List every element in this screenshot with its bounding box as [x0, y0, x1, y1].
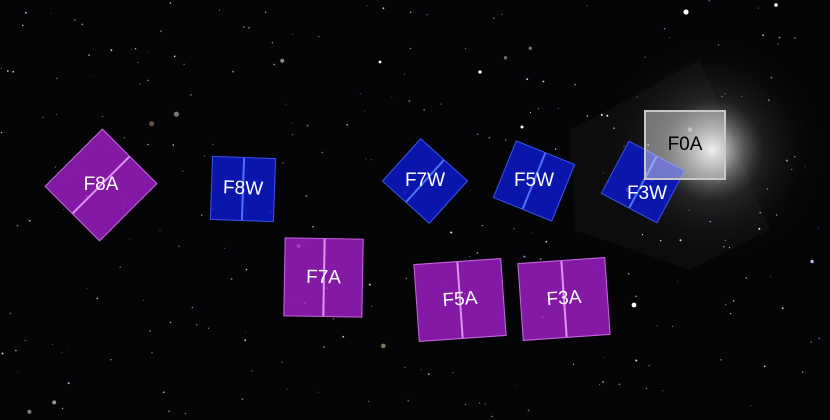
footprint-f8w[interactable]: F8W	[209, 155, 277, 223]
footprint-label-f7w: F7W	[404, 170, 446, 191]
footprint-label-f8a: F8A	[83, 174, 119, 195]
footprint-label-f0a: F0A	[667, 134, 703, 155]
footprint-label-f3w: F3W	[626, 183, 668, 204]
footprint-f7a[interactable]: F7A	[283, 237, 364, 318]
footprint-label-f8w: F8W	[222, 177, 264, 200]
footprint-label-f5w: F5W	[513, 170, 555, 191]
footprint-label-f3a: F3A	[545, 286, 583, 311]
footprint-label-f7a: F7A	[305, 266, 342, 288]
footprint-f3a[interactable]: F3A	[517, 257, 611, 341]
footprint-f0a[interactable]: F0A	[644, 110, 726, 180]
footprint-f5a[interactable]: F5A	[413, 258, 507, 342]
footprint-label-f5a: F5A	[441, 287, 479, 312]
